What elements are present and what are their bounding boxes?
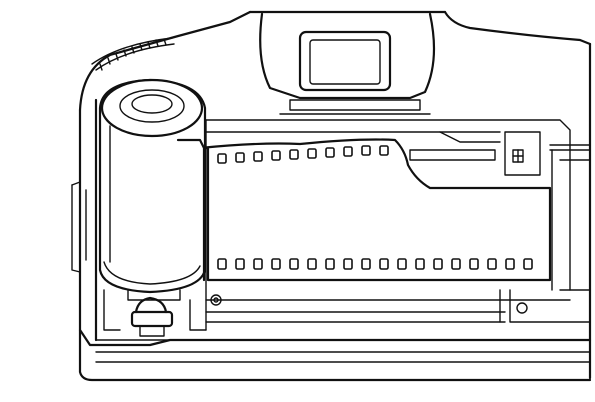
film-cartridge: [98, 78, 207, 294]
top-perforation-row: [217, 145, 389, 164]
film-guide-rails: [94, 98, 591, 342]
bottom-perforation-row: [217, 258, 533, 270]
film-perforations: [217, 145, 533, 270]
viewfinder-eyepiece: [248, 10, 447, 115]
rewind-fork: [103, 289, 207, 337]
film-leader: [198, 138, 552, 282]
take-up-spool-area: [504, 131, 591, 291]
camera-back-body: [71, 10, 592, 382]
